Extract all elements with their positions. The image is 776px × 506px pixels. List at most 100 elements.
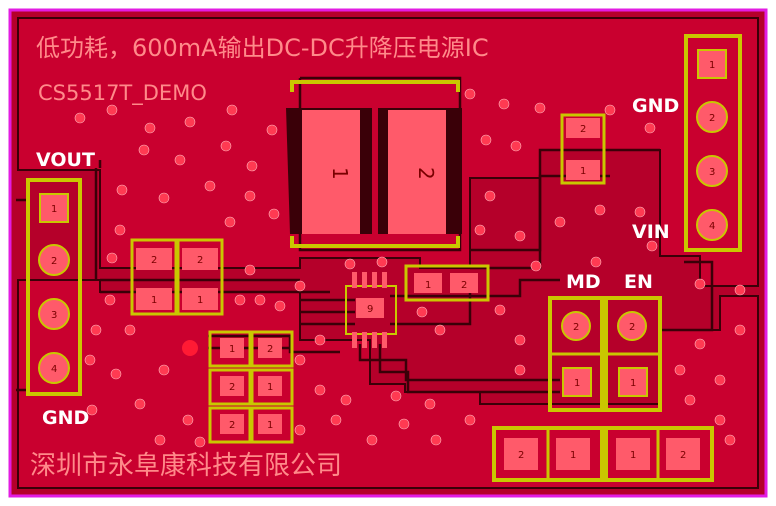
cap-center-pin-2: 2 <box>461 280 467 291</box>
via <box>724 434 736 446</box>
via <box>430 434 442 446</box>
via <box>474 224 486 236</box>
cap-left-c-pin: 1 <box>151 295 157 306</box>
via <box>530 260 542 272</box>
via <box>244 264 256 276</box>
via <box>684 394 696 406</box>
via <box>294 424 306 436</box>
via <box>734 324 746 336</box>
via <box>494 304 506 316</box>
via <box>138 144 150 156</box>
connector-right-pin-2: 2 <box>709 113 715 124</box>
via <box>104 294 116 306</box>
connector-right: 1 2 3 4 <box>684 34 742 252</box>
via <box>366 434 378 446</box>
via <box>416 306 428 318</box>
via <box>86 404 98 416</box>
via <box>158 364 170 376</box>
via <box>714 414 726 426</box>
cap-left-d-pin: 1 <box>197 295 203 306</box>
via <box>294 354 306 366</box>
via <box>644 122 656 134</box>
via <box>204 180 216 192</box>
bottom-pad-1: 2 <box>518 450 524 461</box>
connector-left-pin-1: 1 <box>51 204 57 215</box>
via <box>674 364 686 376</box>
test-point <box>182 340 198 356</box>
via <box>246 160 258 172</box>
via <box>90 324 102 336</box>
via <box>514 364 526 376</box>
inductor-pin-2: 2 <box>414 167 438 180</box>
via <box>590 256 602 268</box>
via <box>484 190 496 202</box>
via <box>194 436 206 448</box>
via <box>314 384 326 396</box>
bottom-pad-3: 1 <box>630 450 636 461</box>
via <box>266 124 278 136</box>
via <box>714 374 726 386</box>
via-field <box>74 88 746 448</box>
connector-right-pin-3: 3 <box>709 167 715 178</box>
via <box>184 116 196 128</box>
jumper-en-pin-1: 1 <box>630 378 636 389</box>
connector-left-pin-3: 3 <box>51 310 57 321</box>
via <box>106 104 118 116</box>
via <box>220 140 232 152</box>
via <box>498 98 510 110</box>
via <box>134 398 146 410</box>
connector-right-pin-4: 4 <box>709 221 715 232</box>
via <box>106 252 118 264</box>
via <box>480 134 492 146</box>
bottom-pad-2: 1 <box>570 450 576 461</box>
via <box>390 390 402 402</box>
company-name: 深圳市永阜康科技有限公司 <box>30 451 342 481</box>
via <box>514 230 526 242</box>
via <box>224 216 236 228</box>
via <box>510 140 522 152</box>
via <box>182 414 194 426</box>
via <box>84 354 96 366</box>
jumper-md-en: 2 2 1 1 <box>548 296 662 412</box>
via <box>434 324 446 336</box>
inductor: 1 2 <box>286 80 462 248</box>
via <box>174 154 186 166</box>
via <box>144 122 156 134</box>
via <box>154 434 166 446</box>
via <box>464 88 476 100</box>
cap-center-pin-1: 1 <box>425 280 431 291</box>
connector-left-pin-4: 4 <box>51 364 57 375</box>
via <box>646 240 658 252</box>
label-md: MD <box>566 271 601 293</box>
via <box>734 284 746 296</box>
inductor-pin-1: 1 <box>328 167 352 180</box>
via <box>244 190 256 202</box>
mid-grid-pin-4: 1 <box>267 382 273 393</box>
cap-left-a-pin: 2 <box>151 255 157 266</box>
caps-left: 2 2 1 1 <box>130 238 224 316</box>
via <box>330 414 342 426</box>
via <box>554 216 566 228</box>
via <box>344 258 356 270</box>
via <box>314 334 326 346</box>
via <box>340 394 352 406</box>
via <box>268 208 280 220</box>
via <box>604 104 616 116</box>
jumper-md-pin-2: 2 <box>573 322 579 333</box>
via <box>74 112 86 124</box>
label-vout: VOUT <box>36 149 95 171</box>
mid-grid-pin-6: 1 <box>267 420 273 431</box>
bottom-pads: 2 1 1 2 <box>492 426 714 482</box>
mid-grid: 1 2 2 1 2 1 <box>182 330 294 444</box>
mid-grid-pin-1: 1 <box>229 344 235 355</box>
bottom-pad-4: 2 <box>680 450 686 461</box>
via <box>514 334 526 346</box>
label-gnd-right: GND <box>632 95 679 117</box>
connector-left-pin-2: 2 <box>51 256 57 267</box>
board-title: 低功耗，600mA输出DC-DC升降压电源IC <box>36 34 489 62</box>
via <box>294 280 306 292</box>
via <box>534 102 546 114</box>
via <box>634 206 646 218</box>
jumper-en-pin-2: 2 <box>629 322 635 333</box>
